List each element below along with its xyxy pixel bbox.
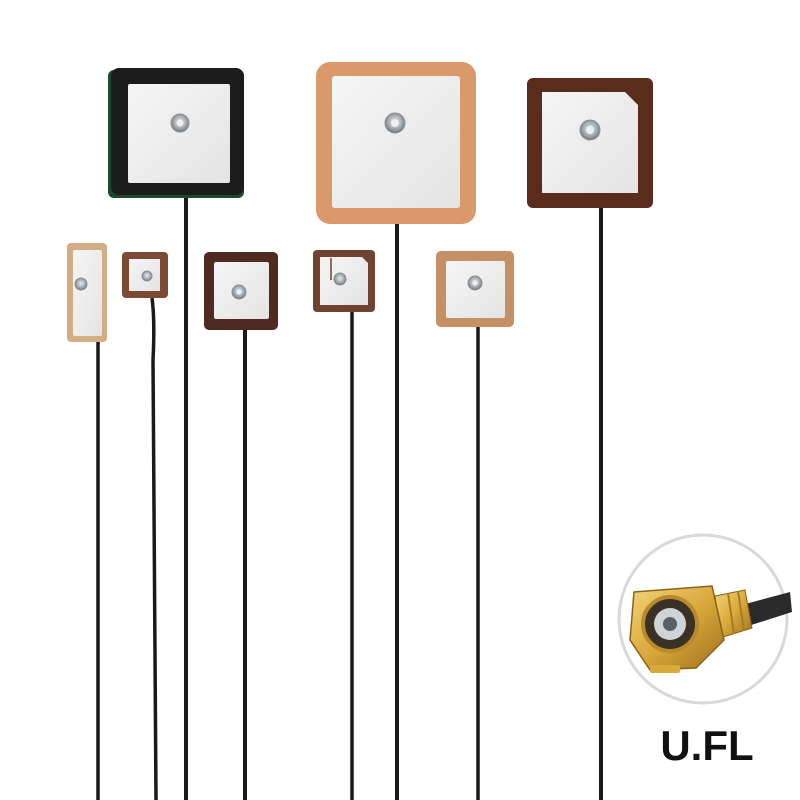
connector-cable [738,592,792,628]
dark-brown-patch [527,78,653,208]
ufl-connector-closeup [617,533,792,705]
cables [96,196,603,800]
black-frame-patch [108,68,244,198]
narrow-ceramic-patch [67,243,107,342]
feed-pin-icon [74,277,88,291]
connector-label: U.FL [660,722,754,769]
cable-small-brown-patch [150,297,158,800]
medium-dark-brown-patch [204,252,278,330]
medium-brown-patch [313,250,375,312]
large-ceramic-patch [316,62,476,224]
medium-tan-patch [436,251,514,327]
feed-pin-icon [141,270,153,282]
feed-pin-icon [333,272,347,286]
small-brown-patch [122,252,168,298]
